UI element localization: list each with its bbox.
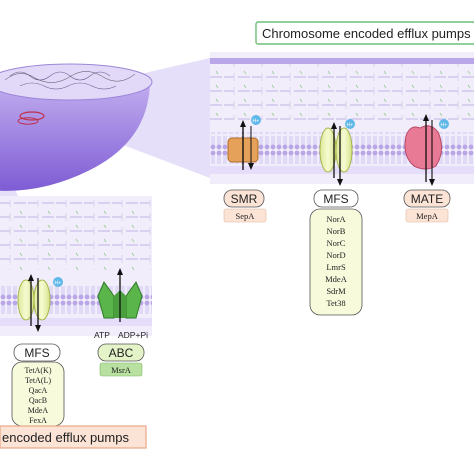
bacterial-cell [0, 63, 153, 191]
mfs-protein: MdeA [325, 274, 348, 284]
svg-text:H+: H+ [441, 123, 448, 129]
mfs-protein: NorA [326, 214, 346, 224]
chromosome-title-box [255, 21, 474, 45]
svg-text:H+: H+ [253, 119, 260, 125]
mate-protein-box [405, 208, 449, 223]
smr-protein: SepA [236, 211, 256, 221]
abc-protein: MsrA [111, 365, 132, 375]
plasmid-mfs-protein: FexA [29, 416, 47, 425]
mfs-protein: Tet38 [326, 298, 345, 308]
mate-protein: MepA [416, 211, 439, 221]
svg-text:H+: H+ [347, 123, 354, 129]
plasmid-title-box [0, 425, 147, 449]
abc-family-pill [97, 343, 145, 362]
proton-icon [439, 119, 449, 129]
mfs-pump-chromosome [319, 122, 353, 186]
proton-icon [251, 115, 261, 125]
plasmid-mfs-family-label: MFS [24, 346, 49, 360]
smr-pump [227, 120, 259, 170]
plasmid-mfs-family-pill [13, 343, 61, 362]
smr-protein-box [223, 208, 267, 223]
mfs-protein: NorD [326, 250, 345, 260]
proton-icon [345, 119, 355, 129]
mate-pump [404, 114, 442, 186]
plasmid-mfs-protein: TetA(L) [25, 376, 51, 385]
mate-family-pill [403, 189, 451, 208]
atp-label: ATP [94, 330, 110, 340]
mfs-family-pill [313, 189, 359, 208]
mfs-protein: NorB [327, 226, 346, 236]
svg-text:H+: H+ [55, 281, 62, 287]
abc-protein-box [99, 362, 143, 377]
mfs-protein: LmrS [326, 262, 346, 272]
adp-label: ADP+Pi [118, 330, 148, 340]
plasmid-ring [19, 111, 45, 121]
smr-family-pill [223, 189, 265, 208]
mfs-protein-box [309, 208, 363, 316]
plasmid-mfs-protein: QacA [29, 386, 48, 395]
proton-icon [53, 277, 63, 287]
mfs-protein: SdrM [326, 286, 346, 296]
mfs-protein: NorC [327, 238, 346, 248]
abc-pump [97, 268, 143, 322]
mfs-family-label: MFS [323, 192, 348, 206]
plasmid-mfs-protein: MdeA [28, 406, 49, 415]
chromosome-title: Chromosome encoded efflux pumps [262, 26, 471, 41]
plasmid-title: encoded efflux pumps [2, 430, 129, 445]
abc-family-label: ABC [109, 346, 134, 360]
plasmid-mfs-protein: TetA(K) [25, 366, 52, 375]
plasmid-mfs-protein: QacB [29, 396, 47, 405]
mate-family-label: MATE [411, 192, 443, 206]
mfs-pump-plasmid [17, 274, 51, 332]
smr-family-label: SMR [231, 192, 258, 206]
